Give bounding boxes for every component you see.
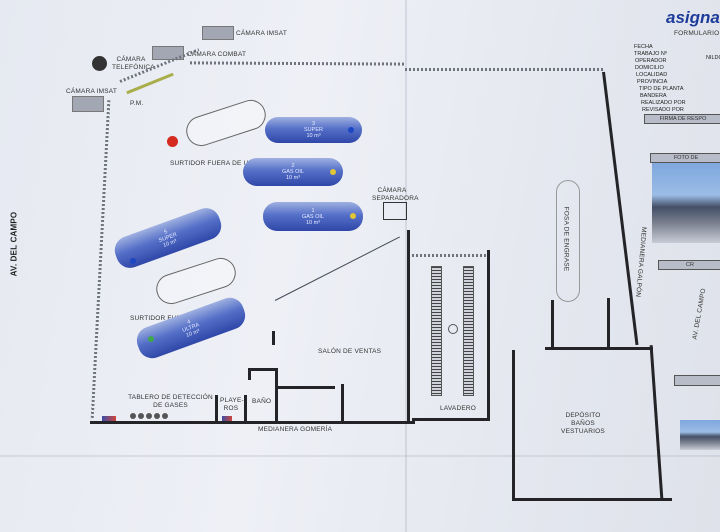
tank-4: 4 ULTRA 10 m³ — [132, 293, 250, 363]
fill-cap-icon — [350, 213, 356, 219]
tank-number: 2 — [291, 163, 295, 169]
form-bar — [674, 375, 720, 386]
wall — [248, 368, 278, 371]
tank-fuel: GAS OIL — [301, 213, 324, 220]
deposito-label: DEPÓSITO BAÑOS VESTUARIOS — [561, 412, 605, 435]
photo-header: FOTO DE — [650, 153, 720, 163]
fill-cap-icon — [330, 169, 336, 175]
paper-fold — [405, 0, 407, 532]
wall — [272, 331, 275, 345]
medianera-gomeria-label: MEDIANERA GOMERÍA — [258, 426, 333, 433]
fence-left — [90, 100, 111, 420]
camara-imsat-top-label: CÁMARA IMSAT — [236, 30, 288, 37]
camara-separador-box — [383, 202, 407, 220]
pm-label: P.M. — [130, 100, 144, 107]
form-field-label: BANDERA — [640, 93, 667, 99]
camara-imsat-top-box — [202, 26, 234, 40]
wall — [551, 300, 554, 348]
sensor-icon — [138, 413, 144, 419]
lift-ramp-left — [431, 266, 442, 396]
form-field-value: NILDO — [706, 55, 720, 61]
drain-icon — [448, 324, 458, 334]
camara-imsat-left-box — [72, 96, 104, 112]
wall — [215, 395, 218, 422]
tank-volume: 10 m³ — [305, 219, 321, 226]
tablero-label: TABLERO DE DETECCIÓN DE GASES — [128, 394, 213, 409]
form-field-label: TRABAJO Nº — [634, 51, 667, 57]
bano-label: BAÑO — [252, 398, 272, 405]
sensor-icon — [130, 413, 136, 419]
tank-volume: 10 m³ — [285, 175, 301, 181]
pump-island-1 — [182, 96, 270, 150]
tank-3: 3 SUPER 10 m³ — [265, 117, 362, 143]
wall — [341, 384, 344, 422]
tank-fuel: GAS OIL — [281, 169, 304, 175]
wall — [248, 368, 251, 380]
wall — [412, 418, 490, 421]
form-field-label: FECHA — [634, 44, 653, 50]
form-field-label: DOMICILIO — [635, 65, 664, 71]
fill-cap-icon — [130, 258, 136, 264]
site-photo — [652, 163, 720, 243]
tank-fuel: SUPER — [158, 231, 178, 245]
thumbnail-photo — [680, 420, 720, 450]
fosa-engrase — [556, 180, 580, 302]
wall — [512, 350, 515, 500]
camara-imsat-left-label: CÁMARA IMSAT — [66, 88, 118, 95]
sensor-icon — [146, 413, 152, 419]
gas-detectors — [130, 413, 168, 419]
fill-cap-icon — [348, 127, 354, 133]
lift-ramp-right — [463, 266, 474, 396]
flag-icon — [102, 416, 116, 421]
fill-cap-icon — [148, 336, 154, 342]
wall — [487, 250, 490, 420]
tank-number: 3 — [311, 121, 316, 127]
mini-street-label: AV. DEL CAMPO — [691, 287, 708, 341]
wall — [275, 386, 335, 389]
wall — [512, 498, 672, 501]
form-field-label: TIPO DE PLANTA — [639, 86, 684, 92]
street-label: AV. DEL CAMPO — [9, 211, 19, 277]
lavadero-rail — [412, 254, 488, 257]
tank-volume: 10 m³ — [306, 133, 321, 139]
croquis-header: CR — [658, 260, 720, 270]
playeros-label: PLAYE-ROS — [220, 397, 244, 412]
paper-fold — [0, 455, 720, 457]
flag-icon — [222, 416, 232, 421]
wall — [607, 298, 610, 348]
fosa-label: FOSA DE ENGRASE — [562, 206, 570, 272]
salon-label: SALÓN DE VENTAS — [318, 348, 382, 355]
brand-logo: asigna — [666, 8, 720, 27]
form-header: FORMULARIO — [674, 30, 720, 37]
fence-top-right — [405, 68, 605, 71]
tank-number: 1 — [311, 207, 315, 214]
camara-telefonica-label: CÁMARA TELEFÓNICA — [112, 56, 155, 71]
form-panel: asigna FORMULARIO FECHA TRABAJO Nº OPERA… — [622, 0, 720, 532]
wall — [275, 368, 278, 422]
wall — [545, 347, 653, 350]
form-field-label: OPERADOR — [635, 58, 667, 64]
sensor-icon — [162, 413, 168, 419]
fire-extinguisher-icon — [167, 136, 178, 147]
wall — [244, 395, 247, 422]
form-field-label: REVISADO POR — [642, 107, 684, 113]
tank-1: 1 GAS OIL 10 m³ — [263, 202, 363, 231]
dispenser-1-label: SURTIDOR FUERA DE USO — [170, 160, 259, 167]
tank-fuel: ULTRA — [181, 322, 201, 334]
tank-2: 2 GAS OIL 10 m³ — [243, 158, 343, 186]
lavadero-label: LAVADERO — [440, 405, 477, 412]
form-field-label: REALIZADO POR — [641, 100, 686, 106]
dimension-line — [274, 236, 400, 301]
form-field-label: LOCALIDAD — [636, 72, 668, 78]
wall-bottom — [90, 421, 415, 424]
tank-fuel: SUPER — [304, 127, 323, 133]
camara-telefonica-icon — [92, 56, 107, 71]
fence-top — [189, 61, 406, 66]
camara-combat-label: CÁMARA COMBAT — [187, 51, 247, 58]
sensor-icon — [154, 413, 160, 419]
camara-separador-label: CÁMARA SEPARADORA — [372, 187, 419, 202]
signature-header: FIRMA DE RESPO — [644, 114, 720, 124]
form-field-label: PROVINCIA — [637, 79, 668, 85]
wall-right — [407, 230, 410, 422]
